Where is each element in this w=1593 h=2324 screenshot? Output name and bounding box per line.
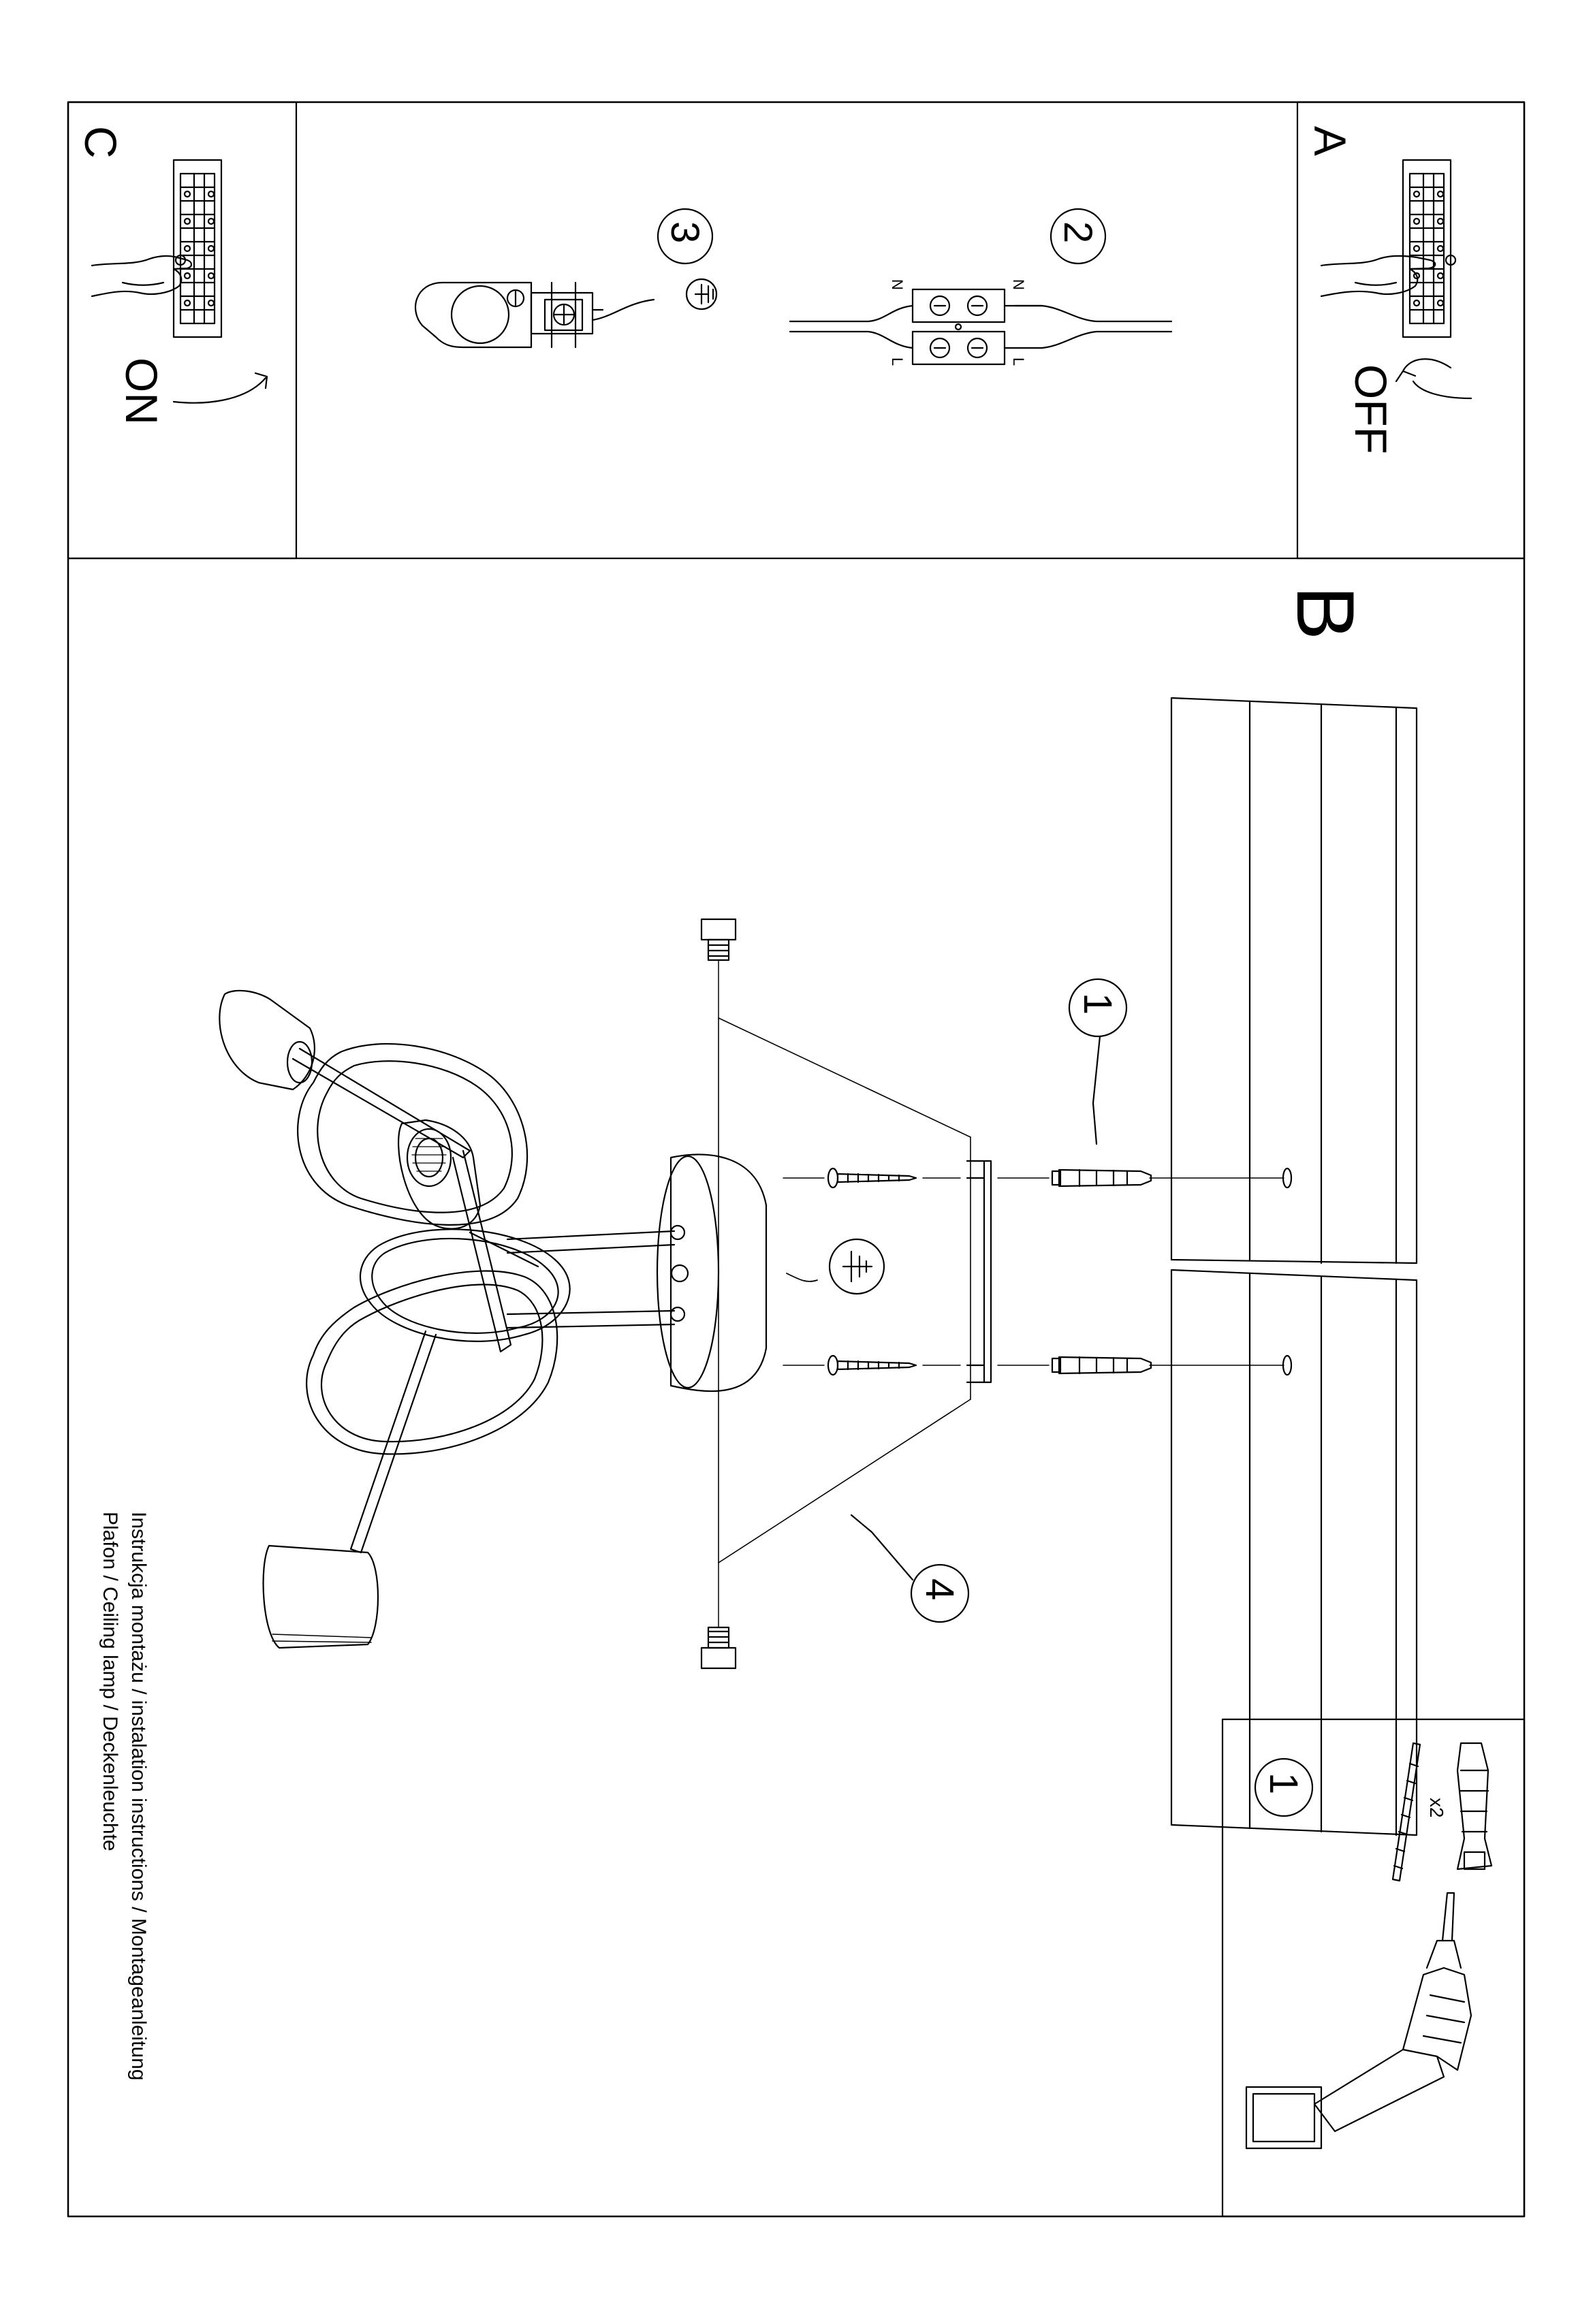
- footer-subtitle: Plafon / Ceiling lamp / Deckenleuchte: [99, 1512, 121, 1851]
- panel-a-letter: A: [1305, 126, 1355, 156]
- terminal-label-l-left: L: [889, 357, 906, 366]
- lamp-canopy: [656, 1153, 768, 1392]
- mounting-bracket: [966, 1160, 992, 1384]
- kit-quantity: x2: [1426, 1798, 1447, 1818]
- panel-a-action: OFF: [1346, 364, 1396, 454]
- arrow-icon: [1395, 358, 1472, 400]
- lamp-socket-icon: [219, 989, 482, 1649]
- terminal-label-n-left: N: [889, 279, 906, 290]
- earth-ground-icon: [685, 278, 718, 311]
- screw-icon: [827, 1354, 917, 1376]
- kit-step-number: 1: [1261, 1772, 1306, 1794]
- frame: [67, 101, 1526, 2218]
- step-3-number: 3: [663, 221, 707, 243]
- terminal-label-n-right: N: [1010, 279, 1027, 290]
- step-2-number: 2: [1056, 221, 1100, 243]
- footer-title: Instrukcja montażu / instalation instruc…: [127, 1512, 150, 2081]
- step-1: 1: [1068, 978, 1128, 1145]
- step-1-number: 1: [1075, 993, 1120, 1015]
- breaker-hand-icon: [91, 159, 223, 338]
- breaker-hand-icon: [1320, 159, 1457, 338]
- earth-terminal-icon: [414, 281, 655, 349]
- panel-c: C ON: [76, 126, 268, 425]
- step-2: 2 N N L L: [789, 208, 1173, 366]
- panel-c-letter: C: [76, 126, 126, 159]
- panel-b-letter: B: [1280, 586, 1371, 640]
- ceiling: [1170, 697, 1418, 1836]
- wall-plug-icon: [1051, 1356, 1152, 1375]
- step-4: 4: [850, 1514, 970, 1623]
- wall-plug-icon: [1051, 1168, 1152, 1188]
- panel-c-action: ON: [116, 357, 167, 425]
- screw-icon: [1391, 1742, 1421, 1882]
- drill-icon: [1245, 1892, 1472, 2150]
- earth-ground-icon: [828, 1238, 885, 1295]
- wall-plug-icon: [1456, 1742, 1493, 1871]
- kit-panel: 1 x2: [1245, 1742, 1493, 2150]
- arrow-icon: [172, 372, 268, 404]
- wire-connector-icon: [789, 288, 1173, 366]
- step-4-number: 4: [917, 1578, 962, 1600]
- terminal-label-l-right: L: [1010, 357, 1027, 366]
- panel-a: A OFF: [1305, 126, 1472, 454]
- screw-icon: [827, 1167, 917, 1189]
- step-3: 3: [414, 208, 718, 349]
- lamp-body: [291, 1042, 676, 1554]
